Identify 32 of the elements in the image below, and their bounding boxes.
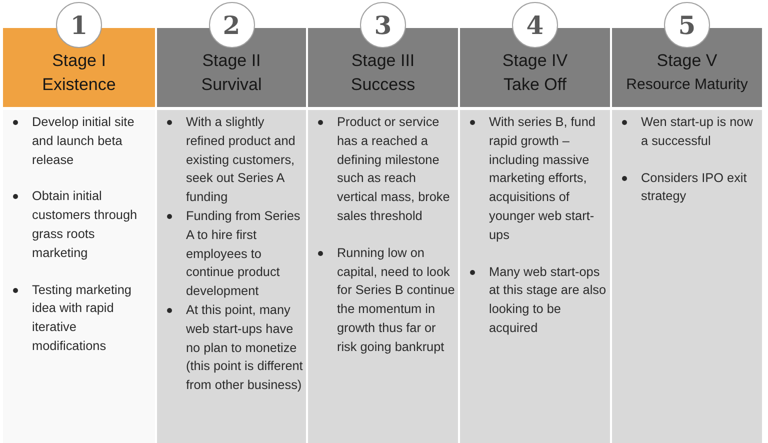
- step-number: 1: [56, 2, 102, 48]
- stage-panel: [3, 110, 155, 443]
- bullet-text: Funding from Series A to hire first employees to continue product development: [186, 208, 302, 300]
- stage-name: Take Off: [504, 74, 566, 96]
- stage-panel: [157, 110, 306, 443]
- bullet-text: Wen start-up is now a successful: [641, 114, 754, 150]
- stage-name: Resource Maturity: [626, 75, 748, 95]
- bullet-text: Obtain initial customers through grass roots marketing: [32, 188, 138, 262]
- stage-panel: [308, 110, 458, 443]
- stage-title: Stage IV: [502, 50, 568, 72]
- bullet-text: At this point, many web start-ups have no plan to monetize (this point is different from other business): [186, 302, 303, 394]
- bullet-text: Considers IPO exit strategy: [641, 170, 748, 206]
- stage-panel: [460, 110, 610, 443]
- stage-title: Stage II: [202, 50, 261, 72]
- step-number: 2: [208, 2, 254, 48]
- stage-title: Stage III: [351, 50, 415, 72]
- stage-panel: [612, 110, 762, 443]
- step-number: 3: [360, 2, 406, 48]
- stage-name: Survival: [201, 74, 262, 96]
- stage-name: Success: [350, 74, 416, 96]
- step-number: 4: [512, 2, 558, 48]
- step-number: 5: [664, 2, 710, 48]
- bullet-text: Many web start-ops at this stage are also looking to be acquired: [489, 264, 607, 337]
- bullet-text: Running low on capital, need to look for Series B continue the momentum in growth thus far or risk going bankrupt: [337, 244, 455, 356]
- stage-name: Existence: [42, 74, 116, 96]
- bullet-text: Develop initial site and launch beta release: [32, 114, 136, 169]
- stage-title: Stage V: [656, 50, 718, 72]
- bullet-text: With a slightly refined product and existing customers, seek out Series A funding: [186, 114, 296, 206]
- stage-title: Stage I: [52, 50, 106, 72]
- bullet-text: Product or service has a reached a defining milestone such as reach vertical mass, broke sales threshold: [337, 114, 451, 225]
- bullet-text: Testing marketing idea with rapid iterative modifications: [32, 282, 132, 355]
- bullet-text: With series B, fund rapid growth – including massive marketing efforts, acquisitions of younger web start-ups: [489, 114, 596, 244]
